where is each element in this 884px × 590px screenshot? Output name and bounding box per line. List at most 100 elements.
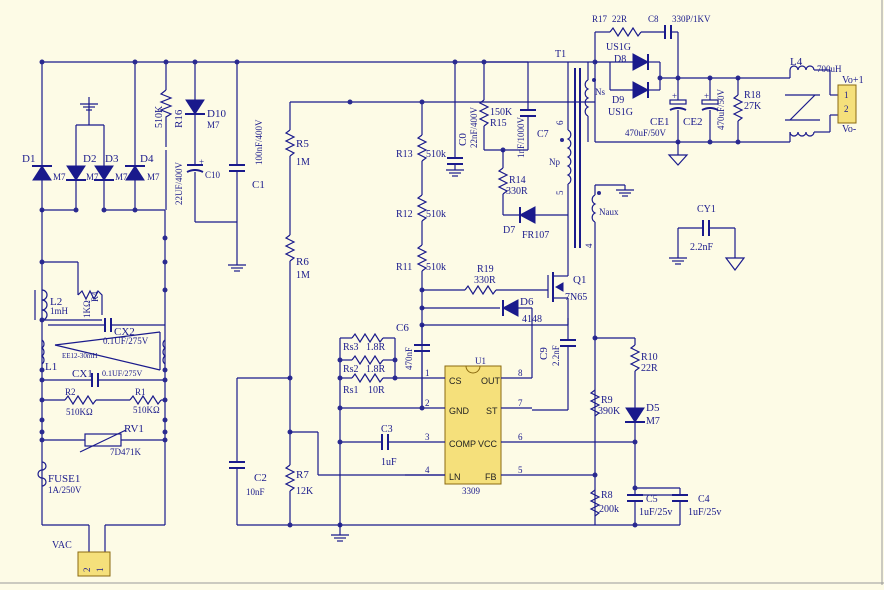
u1-part: 3309 xyxy=(462,486,481,496)
fuse1-ref: FUSE1 xyxy=(48,473,80,485)
c5-value: 1uF/25v xyxy=(639,507,672,518)
aux-supply xyxy=(589,335,688,528)
c10-ref: C10 xyxy=(205,170,221,180)
u1-pin-cs: CS xyxy=(449,376,462,386)
rs3-ref: Rs3 xyxy=(343,342,359,353)
mosfet-q1 xyxy=(532,255,576,411)
rcd-snubber xyxy=(446,59,568,224)
d5-part: M7 xyxy=(646,416,660,427)
t1-pin6: 6 xyxy=(555,120,565,125)
c0-value: 22nF/400V xyxy=(469,106,479,148)
l4-ref: L4 xyxy=(790,56,803,68)
r16-ref: R16 xyxy=(173,109,185,128)
u1-pin4-num: 4 xyxy=(425,465,430,475)
current-sense xyxy=(337,325,430,525)
d5-ref: D5 xyxy=(646,402,660,414)
ce1-value: 470uF/50V xyxy=(625,128,667,138)
controller-ic xyxy=(405,365,635,485)
r17-value: 22R xyxy=(612,14,627,24)
q1-ref: Q1 xyxy=(573,274,586,286)
r6-ref: R6 xyxy=(296,256,309,268)
d10-ref: D10 xyxy=(207,108,226,120)
fuse1-value: 1A/250V xyxy=(48,485,82,495)
d2-ref: D2 xyxy=(83,153,96,165)
l2-ref: L2 xyxy=(50,296,62,308)
r15-ref: R15 xyxy=(490,118,507,129)
r18-ref: R18 xyxy=(744,90,761,101)
u1-pin-out: OUT xyxy=(481,376,501,386)
y-capacitor xyxy=(669,220,746,271)
ce1-ref: CE1 xyxy=(650,116,670,128)
r17-ref: R17 xyxy=(592,14,608,24)
r8-ref: R8 xyxy=(601,490,613,501)
r6-value: 1M xyxy=(296,270,310,281)
c10-value: 22UF/400V xyxy=(174,161,184,205)
out-pin2: 2 xyxy=(844,104,849,114)
c2-value: 10nF xyxy=(246,487,265,497)
r14-ref: R14 xyxy=(509,175,526,186)
c1-value: 100nF/400V xyxy=(254,119,264,165)
c9-value: 2.2nF xyxy=(551,345,561,366)
r9-ref: R9 xyxy=(601,395,613,406)
r5-value: 1M xyxy=(296,157,310,168)
rs3-value: 1.8R xyxy=(366,342,386,353)
r9-value: 390K xyxy=(598,406,621,417)
cy1-ref: CY1 xyxy=(697,204,716,215)
r1-ref: R1 xyxy=(135,387,146,397)
r13-ref: R13 xyxy=(396,149,413,160)
r14-value: 330R xyxy=(506,186,528,197)
u1-pin-st: ST xyxy=(486,406,498,416)
u1-pin7-num: 7 xyxy=(518,398,523,408)
r11-value: 510k xyxy=(426,262,446,273)
u1-pin3-num: 3 xyxy=(425,432,430,442)
c4-ref: C4 xyxy=(698,494,710,505)
r18-value: 27K xyxy=(744,101,762,112)
emi-filter xyxy=(34,210,168,577)
svg-text:+: + xyxy=(199,157,204,167)
c6-ref: C6 xyxy=(396,322,409,334)
u1-pin-ln: LN xyxy=(449,472,461,482)
cx1-ref: CX1 xyxy=(72,368,93,380)
c1-ref: C1 xyxy=(252,179,265,191)
c8-value: 330P/1KV xyxy=(672,14,711,24)
t1-np: Np xyxy=(549,157,560,167)
c4-value: 1uF/25v xyxy=(688,507,721,518)
snubber-startup: + xyxy=(159,59,246,272)
u1-pin-fb: FB xyxy=(485,472,497,482)
d6-part: 4148 xyxy=(522,314,542,325)
r11-ref: R11 xyxy=(396,262,412,273)
c3-ref: C3 xyxy=(381,424,393,435)
r2-ref: R2 xyxy=(65,387,76,397)
r19-value: 330R xyxy=(474,275,496,286)
r7-ref: R7 xyxy=(296,469,309,481)
cx2-ref: CX2 xyxy=(114,326,135,338)
rs1-ref: Rs1 xyxy=(343,385,359,396)
l4-value: 700uH xyxy=(817,64,842,74)
r7-value: 12K xyxy=(296,486,314,497)
r13-value: 510k xyxy=(426,149,446,160)
d8-ref: D8 xyxy=(614,54,626,65)
d4-ref: D4 xyxy=(140,153,154,165)
u1-pin8-num: 8 xyxy=(518,368,523,378)
vac-pin2: 2 xyxy=(82,568,92,573)
vac-ref: VAC xyxy=(52,540,72,551)
r1-value: 510KΩ xyxy=(133,405,160,415)
svg-text:+: + xyxy=(704,91,709,101)
d10-part: M7 xyxy=(207,120,220,130)
c3-value: 1uF xyxy=(381,457,397,468)
c0-ref: C0 xyxy=(457,133,469,146)
u1-ref: U1 xyxy=(475,356,486,366)
t1-naux: Naux xyxy=(599,207,619,217)
u1-pin2-num: 2 xyxy=(425,398,430,408)
l2-value: 1mH xyxy=(50,306,69,316)
r5-ref: R5 xyxy=(296,138,309,150)
c7-ref: C7 xyxy=(537,129,549,140)
u1-pin6-num: 6 xyxy=(518,432,523,442)
d9-ref: D9 xyxy=(612,95,624,106)
c5-ref: C5 xyxy=(646,494,658,505)
t1-ns: Ns xyxy=(595,87,605,97)
cx1-value: 0.1UF/275V xyxy=(102,369,142,378)
line-sense-divider xyxy=(229,99,595,542)
